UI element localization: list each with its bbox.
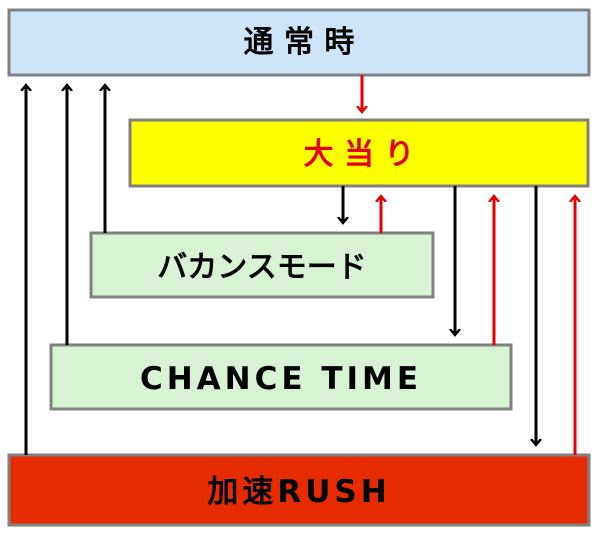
state-rush: 加速RUSH — [7, 453, 591, 527]
state-chance: CHANCE TIME — [49, 343, 513, 411]
state-rush-label: 加速RUSH — [207, 474, 390, 510]
state-vacation-label: バカンスモード — [157, 250, 366, 285]
state-bigwin-label: 大 当 り — [304, 137, 415, 172]
state-normal-box — [7, 8, 591, 77]
state-vacation-box — [89, 231, 435, 299]
state-normal-label: 通 常 時 — [244, 25, 355, 60]
state-vacation: バカンスモード — [89, 231, 435, 299]
state-chance-box — [49, 343, 513, 411]
state-normal: 通 常 時 — [7, 8, 591, 77]
state-chance-label: CHANCE TIME — [140, 361, 422, 397]
state-bigwin: 大 当 り — [128, 118, 590, 188]
state-rush-box — [7, 453, 591, 527]
state-bigwin-box — [128, 118, 590, 188]
